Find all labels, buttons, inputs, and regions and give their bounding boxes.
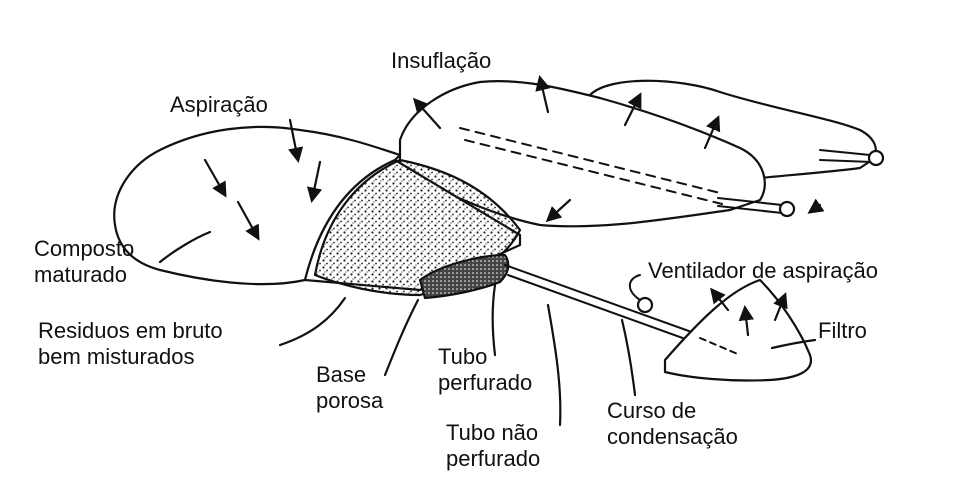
fan-stem [630,275,640,300]
label-residuos-line1: Residuos em bruto [38,318,223,344]
rear-outlet-valve [869,151,883,165]
label-curso-line1: Curso de [607,398,738,424]
label-tubo-perfurado: Tubo perfurado [438,344,532,396]
label-curso-line2: condensação [607,424,738,450]
label-curso-condensacao: Curso de condensação [607,398,738,450]
label-composto-line2: maturado [34,262,134,288]
label-insuflacao: Insuflação [391,48,491,74]
leader-base [385,300,418,375]
label-residuos-line2: bem misturados [38,344,223,370]
leader-curso [622,320,635,395]
label-tubo-nao-perfurado: Tubo não perfurado [446,420,540,472]
label-composto-line1: Composto [34,236,134,262]
label-aspiracao: Aspiração [170,92,268,118]
label-base-line1: Base [316,362,383,388]
label-ventilador: Ventilador de aspiração [648,258,878,284]
leader-residuos [280,298,345,345]
leader-tubo-nao [548,305,560,425]
label-tubo-nao-line2: perfurado [446,446,540,472]
label-composto-maturado: Composto maturado [34,236,134,288]
label-filtro: Filtro [818,318,867,344]
label-tubo-perfurado-line1: Tubo [438,344,532,370]
front-outlet-valve [780,202,794,216]
label-tubo-nao-line1: Tubo não [446,420,540,446]
label-base-line2: porosa [316,388,383,414]
label-tubo-perfurado-line2: perfurado [438,370,532,396]
label-residuos: Residuos em bruto bem misturados [38,318,223,370]
label-base-porosa: Base porosa [316,362,383,414]
